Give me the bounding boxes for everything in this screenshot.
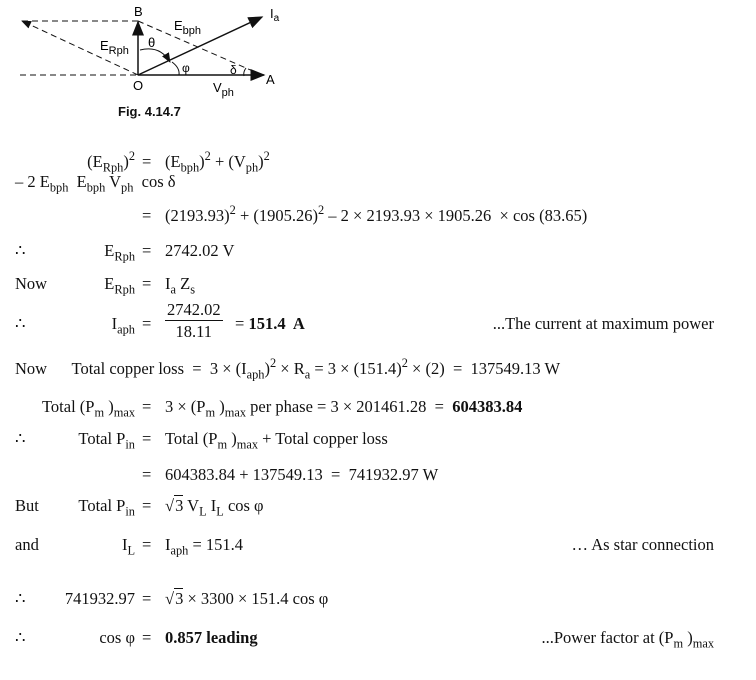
- label-a: A: [266, 72, 275, 87]
- equation-eq: =: [142, 429, 152, 448]
- equation-line: ∴ cos φ = 0.857 leading ...Power factor at (…: [0, 628, 756, 650]
- equation-line: ∴ Iaph = ...The current at maximum power 274…: [0, 300, 756, 341]
- ia-vector: [137, 16, 264, 76]
- equation-line: ∴ Total Pin = Total (Pm )max + Total copper…: [0, 429, 756, 451]
- equation-lhs: cos φ: [99, 628, 135, 647]
- label-b: B: [134, 4, 143, 19]
- equation-pre: ∴: [15, 314, 26, 333]
- equation-line: But Total Pin = √3 VL IL cos φ: [0, 495, 756, 519]
- label-ebph: Ebph: [174, 18, 201, 37]
- equation-eq: =: [142, 397, 152, 416]
- equation-pre: Now: [15, 274, 48, 293]
- equation-eq: =: [142, 628, 152, 647]
- equation-line: = 604383.84 + 137549.13 = 741932.97 W: [0, 465, 756, 487]
- equation-rhs: Total (Pm )max + Total copper loss: [165, 429, 388, 452]
- equation-rhs: 604383.84 + 137549.13 = 741932.97 W: [165, 465, 439, 484]
- equation-rhs: √3 VL IL cos φ: [165, 495, 264, 519]
- dashed-left-vector: [21, 20, 139, 76]
- equation-line: = (2193.93)2 + (1905.26)2 – 2 × 2193.93 ×…: [0, 203, 756, 228]
- equation-rhs: 2742.02 V: [165, 241, 235, 260]
- equation-rhs: Iaph = 151.4: [165, 535, 244, 558]
- equation-pre: ∴: [15, 429, 26, 448]
- fraction-result: = 151.4 A: [235, 314, 305, 333]
- phasor-diagram: B O A Ia Ebph ERph Vph θ φ δ: [20, 4, 280, 99]
- equation-lhs: 741932.97: [64, 589, 135, 608]
- equation-pre: ∴: [15, 628, 26, 647]
- equation-lhs: Iaph: [111, 314, 135, 337]
- equation-line: ∴ 741932.97 = √3 × 3300 × 151.4 cos φ: [0, 588, 756, 611]
- equation-line: Now Total copper loss = 3 × (Iaph)2 × Ra…: [0, 356, 756, 382]
- label-theta: θ: [148, 35, 155, 50]
- label-vph: Vph: [213, 80, 234, 99]
- equation-rhs: Ia Zs: [165, 274, 196, 297]
- equation-eq: =: [142, 535, 152, 554]
- equation-line: – 2 Ebph Ebph Vph cos δ: [0, 172, 756, 194]
- equation-line: ∴ ERph = 2742.02 V: [0, 241, 756, 263]
- equation-line: (ERph)2 = (Ebph)2 + (Vph)2: [0, 149, 756, 175]
- equation-pre: and: [15, 535, 39, 554]
- equation-lhs: ERph: [104, 274, 135, 297]
- ebph-dashed-line: [137, 20, 263, 76]
- label-o: O: [133, 78, 143, 93]
- equation-rhs: (2193.93)2 + (1905.26)2 – 2 × 2193.93 × …: [165, 203, 588, 225]
- equation-line: Now ERph = Ia Zs: [0, 274, 756, 296]
- equation-lhs: Total Pin: [78, 429, 135, 452]
- equation-eq: =: [142, 206, 152, 225]
- equation-line: and IL = Iaph = 151.4 … As star connection: [0, 535, 756, 557]
- equation-rhs: (Ebph)2 + (Vph)2: [165, 149, 270, 175]
- equation-eq: =: [142, 274, 152, 293]
- label-phi: φ: [182, 61, 190, 75]
- label-erph: ERph: [100, 38, 129, 57]
- equation-rhs: 0.857 leading: [165, 628, 258, 647]
- equation-pre: Now Total copper loss = 3 × (Iaph)2 × Ra…: [15, 356, 561, 382]
- equation-line: Total (Pm )max = 3 × (Pm )max per phase = …: [0, 397, 756, 419]
- equation-pre: But: [15, 496, 39, 515]
- delta-arc: [243, 67, 247, 77]
- equation-lhs: Total Pin: [78, 496, 135, 519]
- label-delta: δ: [230, 63, 237, 77]
- label-ia: Ia: [270, 6, 280, 24]
- fraction-numerator: 2742.02: [165, 300, 223, 321]
- equation-note: … As star connection: [571, 535, 714, 554]
- phi-arc: [171, 61, 180, 76]
- fraction-denominator: 18.11: [175, 322, 213, 341]
- equation-pre: – 2 Ebph Ebph Vph cos δ: [15, 172, 176, 195]
- equation-pre: ∴: [15, 241, 26, 260]
- equation-rhs: √3 × 3300 × 151.4 cos φ: [165, 588, 329, 608]
- equation-lhs: Total (Pm )max: [42, 397, 135, 420]
- equation-lhs: ERph: [104, 241, 135, 264]
- equation-eq: =: [142, 314, 152, 333]
- equation-eq: =: [142, 465, 152, 484]
- equation-note: ...The current at maximum power: [492, 314, 714, 333]
- theta-arc: [139, 48, 171, 63]
- figure-caption: Fig. 4.14.7: [118, 104, 181, 119]
- equation-eq: =: [142, 496, 152, 515]
- equation-eq: =: [142, 589, 152, 608]
- equation-lhs: (ERph)2: [87, 149, 135, 175]
- equation-eq: =: [142, 241, 152, 260]
- equation-note: ...Power factor at (Pm )max: [541, 628, 715, 651]
- equation-pre: ∴: [15, 589, 26, 608]
- equation-lhs: IL: [121, 535, 135, 558]
- equation-rhs: 3 × (Pm )max per phase = 3 × 201461.28 =…: [165, 397, 523, 420]
- equation-eq: =: [142, 152, 152, 171]
